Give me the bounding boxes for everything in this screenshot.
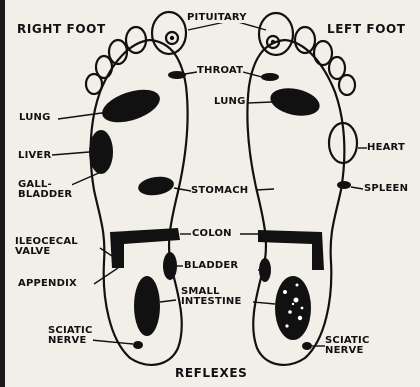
label-bladder: BLADDER: [184, 261, 238, 271]
label-appendix: APPENDIX: [18, 279, 77, 289]
label-throat: THROAT: [197, 66, 243, 76]
label-sciatic-nerve-left: SCIATIC NERVE: [325, 336, 370, 356]
left-big-toe: [259, 13, 293, 55]
left-foot-title: LEFT FOOT: [327, 24, 406, 34]
left-toe-3: [314, 41, 332, 65]
throat-zone-left: [261, 73, 279, 81]
label-spleen: SPLEEN: [364, 184, 408, 194]
label-lung-right-foot: LUNG: [19, 113, 51, 123]
label-lung-left-foot: LUNG: [214, 97, 246, 107]
label-liver: LIVER: [18, 151, 51, 161]
liver-zone: [89, 130, 113, 174]
small-intestine-zone-right: [134, 276, 160, 336]
bladder-zone-left: [259, 258, 271, 282]
small-intestine-zone-left: [275, 276, 311, 340]
right-foot-title: RIGHT FOOT: [17, 24, 106, 34]
right-toe-5: [86, 74, 102, 94]
right-toe-2: [126, 27, 146, 53]
spleen-zone: [337, 181, 351, 189]
label-small-intestine: SMALL INTESTINE: [181, 287, 242, 307]
bladder-zone-right: [163, 252, 177, 280]
lung-zone-left: [268, 84, 322, 120]
label-colon: COLON: [192, 229, 232, 239]
left-toe-5: [339, 75, 355, 95]
lung-zone-right: [98, 83, 164, 128]
throat-zone-right: [168, 71, 186, 79]
label-pituitary: PITUITARY: [187, 13, 247, 23]
label-ileocecal-valve: ILEOCECAL VALVE: [15, 237, 78, 257]
label-stomach: STOMACH: [191, 186, 248, 196]
sciatic-dot-left: [302, 342, 312, 350]
sciatic-dot-right: [133, 341, 143, 349]
stomach-zone: [137, 175, 175, 198]
reflexes-caption: REFLEXES: [175, 368, 247, 378]
label-sciatic-nerve-right: SCIATIC NERVE: [48, 326, 93, 346]
label-gallbladder: GALL- BLADDER: [18, 180, 72, 200]
label-heart: HEART: [367, 143, 405, 153]
